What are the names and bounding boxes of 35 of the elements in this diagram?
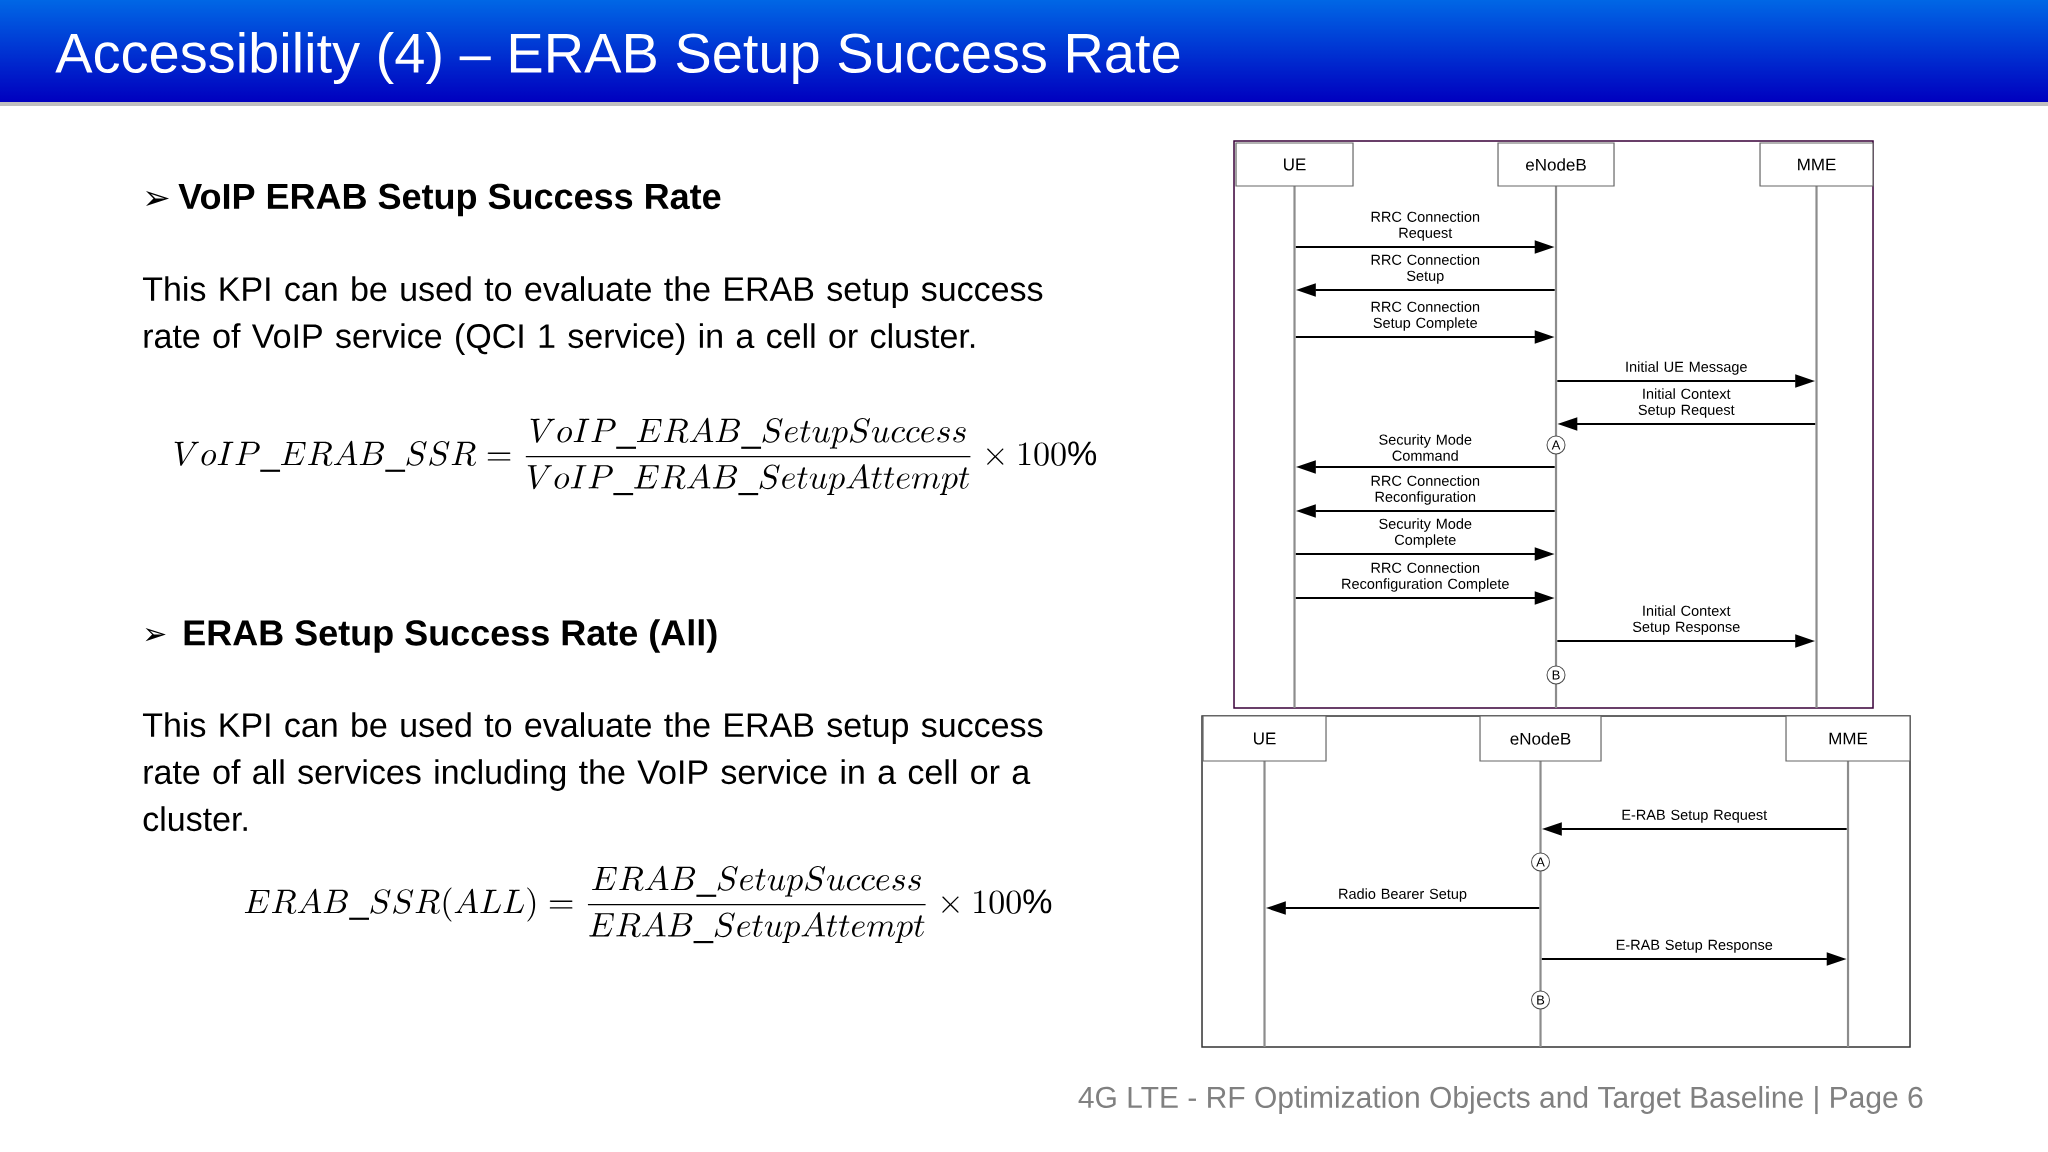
edge-label: E-RAB Setup Response xyxy=(1616,939,1773,953)
diagram-frame xyxy=(1233,140,1874,709)
lifeline-header: UE xyxy=(1202,715,1327,762)
paragraph: This KPI can be used to evaluate the ERAB setup success rate of VoIP service (QCI 1 service) in a cell or cluster. xyxy=(142,276,1043,355)
lifeline xyxy=(1263,761,1266,1047)
edge-label: Initial Context Setup Response xyxy=(1632,605,1740,635)
lifeline-header: eNodeB xyxy=(1479,715,1602,762)
paragraph: This KPI can be used to evaluate the ERAB setup success rate of all services including the VoIP service in a cell or a cluster. xyxy=(142,712,1043,832)
lifeline-header: MME xyxy=(1785,715,1911,762)
edge-label: Security Mode Complete xyxy=(1379,518,1472,548)
edge-label: RRC Connection Reconfiguration xyxy=(1371,475,1480,505)
footer-text: 4G LTE - RF Optimization Objects and Target Baseline | Page 6 xyxy=(1078,1085,1923,1115)
edge-label: Initial Context Setup Request xyxy=(1638,388,1735,418)
edge-label: RRC Connection Request xyxy=(1371,211,1480,241)
bullet-icon: ➢ xyxy=(145,628,166,642)
lifeline xyxy=(1293,186,1296,708)
heading: VoIP ERAB Setup Success Rate xyxy=(178,183,721,217)
edge-label: E-RAB Setup Request xyxy=(1622,809,1768,823)
lifeline-header: eNodeB xyxy=(1497,142,1615,187)
edge-label: RRC Connection Reconfiguration Complete xyxy=(1342,562,1509,592)
lifeline-header: UE xyxy=(1235,142,1354,187)
formula: $ERAB\_SSR(ALL)=\frac{ERAB\_SetupSuccess}{ERAB\_SetupAttempt}\times 100\%$ xyxy=(244,865,1052,944)
lifeline xyxy=(1554,186,1558,708)
edge-label: Radio Bearer Setup xyxy=(1339,888,1467,902)
edge-label: RRC Connection Setup Complete xyxy=(1371,301,1480,331)
lifeline-header: MME xyxy=(1759,142,1874,187)
formula: $VoIP\_ERAB\_SSR=\frac{VoIP\_ERAB\_SetupSuccess}{VoIP\_ERAB\_SetupAttempt}\times 100\%$ xyxy=(174,417,1097,496)
edge-label: RRC Connection Setup xyxy=(1371,254,1480,284)
lifeline xyxy=(1815,186,1818,708)
edge-label: Initial UE Message xyxy=(1626,361,1747,375)
heading: ERAB Setup Success Rate (All) xyxy=(184,619,717,653)
bullet-icon: ➢ xyxy=(146,190,170,206)
slide-title: Accessibility (4) – ERAB Setup Success Rate xyxy=(55,31,1180,85)
edge-label: Security Mode Command xyxy=(1379,434,1472,461)
lifeline xyxy=(1846,761,1850,1047)
